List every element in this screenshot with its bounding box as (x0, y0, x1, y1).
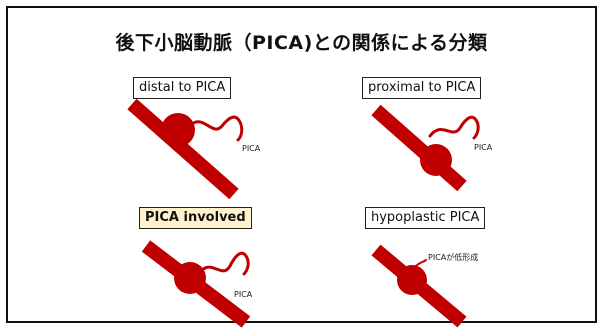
hypoplastic-pica-stub (415, 259, 427, 267)
slide-title: 後下小脳動脈（PICA)との関係による分類 (115, 32, 488, 54)
label-distal-to-pica: distal to PICA (133, 77, 232, 99)
diagram-hypoplastic-pica: PICAが低形成 (371, 244, 478, 328)
parent-artery (371, 104, 467, 192)
pica-label: PICA (474, 143, 493, 152)
diagram-distal-to-pica: PICA (127, 98, 261, 200)
label-pica-involved: PICA involved (139, 207, 252, 229)
pica-branch (198, 251, 250, 276)
slide-frame: 後下小脳動脈（PICA)との関係による分類 distal to PICA PIC… (6, 6, 597, 328)
pica-branch (428, 115, 480, 140)
aneurysm-sac (397, 265, 427, 295)
label-proximal-to-pica: proximal to PICA (362, 77, 482, 99)
pica-hypoplastic-label: PICAが低形成 (428, 252, 478, 262)
pica-branch (186, 115, 244, 142)
pica-label: PICA (234, 290, 253, 299)
aneurysm-sac (161, 113, 195, 147)
aneurysm-sac (420, 144, 452, 176)
parent-artery (127, 98, 239, 200)
pica-label: PICA (242, 144, 261, 153)
diagram-pica-involved: PICA (141, 240, 253, 328)
aneurysm-sac (174, 262, 206, 294)
label-hypoplastic-pica: hypoplastic PICA (365, 207, 486, 229)
diagram-proximal-to-pica: PICA (371, 104, 493, 192)
